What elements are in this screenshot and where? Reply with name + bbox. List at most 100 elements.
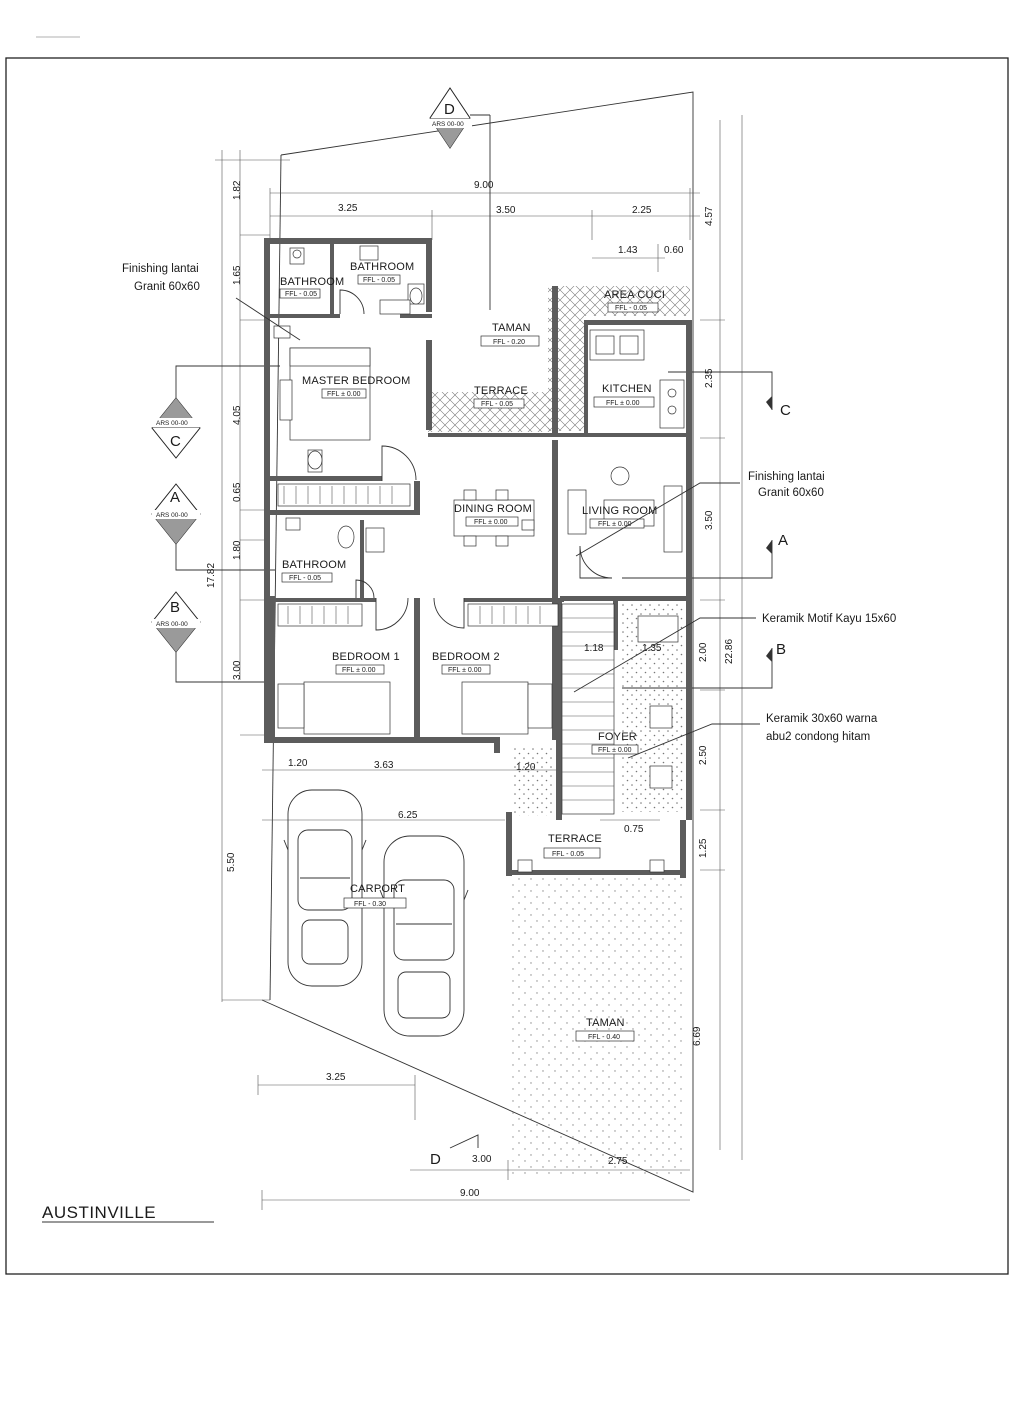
- dim-right-f: 6.69: [692, 1026, 703, 1046]
- room-name-bathroom-2: BATHROOM: [350, 261, 414, 273]
- dimension-lines: [215, 115, 743, 1210]
- room-ffl-master-bedroom: FFL ± 0.00: [327, 391, 361, 398]
- dim-mid-c: 1.20: [516, 762, 536, 773]
- fixtures: [273, 245, 685, 873]
- dim-right-b: 3.50: [704, 510, 715, 530]
- room-ffl-bedroom-1: FFL ± 0.00: [342, 667, 376, 674]
- note-granit-2-line2: Granit 60x60: [758, 487, 824, 499]
- dim-mid-b: 3.63: [374, 760, 394, 771]
- note-keramik-line1: Keramik 30x60 warna: [766, 713, 878, 725]
- dim-right-total: 22.86: [724, 639, 735, 664]
- room-name-bedroom-2: BEDROOM 2: [432, 651, 500, 663]
- note-granit-1-line2: Granit 60x60: [134, 281, 200, 293]
- dim-left-g: 5.50: [226, 852, 237, 872]
- dim-bot-c: 2.75: [608, 1156, 628, 1167]
- marker-a-right: A: [778, 532, 788, 549]
- terrace-side-dots: [512, 748, 554, 816]
- dim-bot-total: 9.00: [460, 1188, 480, 1199]
- drawing-title-text: AUSTINVILLE: [42, 1203, 156, 1222]
- section-marker-d-top: D ARS 00-00: [428, 87, 472, 149]
- dim-top-b: 3.50: [496, 205, 516, 216]
- room-ffl-living-room: FFL ± 0.00: [598, 521, 632, 528]
- marker-d-ref: ARS 00-00: [432, 121, 464, 128]
- taman-front-dots: [512, 878, 684, 1178]
- car-right: [379, 835, 469, 1037]
- drawing-title: AUSTINVILLE: [42, 1203, 214, 1223]
- marker-c-right: C: [780, 402, 791, 419]
- room-ffl-carport: FFL - 0.30: [354, 901, 386, 908]
- room-labels: BATHROOM FFL - 0.05 BATHROOM FFL - 0.05 …: [279, 261, 665, 1042]
- site-boundary-left: [269, 154, 282, 1001]
- dim-left-d: 0.65: [232, 482, 243, 502]
- room-ffl-kitchen: FFL ± 0.00: [606, 400, 640, 407]
- marker-c-ref: ARS 00-00: [156, 420, 188, 427]
- section-marker-right: C A B D: [430, 396, 791, 1168]
- sheet-border: [5, 57, 1009, 1275]
- dim-stair-a: 1.18: [584, 643, 604, 654]
- dim-left-c: 4.05: [232, 405, 243, 425]
- dim-right-e: 1.25: [698, 838, 709, 858]
- stairs: [561, 603, 615, 815]
- site-boundary: [261, 91, 694, 1193]
- room-ffl-bedroom-2: FFL ± 0.00: [448, 667, 482, 674]
- room-ffl-taman-front: FFL - 0.40: [588, 1034, 620, 1041]
- room-name-master-bedroom: MASTER BEDROOM: [302, 375, 411, 387]
- dim-top-c: 2.25: [632, 205, 652, 216]
- room-ffl-foyer: FFL ± 0.00: [598, 747, 632, 754]
- annotations: Finishing lantai Granit 60x60 Finishing …: [122, 263, 896, 759]
- dim-left-f: 3.00: [232, 660, 243, 680]
- room-name-kitchen: KITCHEN: [602, 383, 652, 395]
- room-name-foyer: FOYER: [598, 731, 637, 743]
- room-name-terrace-front: TERRACE: [548, 833, 602, 845]
- room-name-taman-front: TAMAN: [586, 1017, 625, 1029]
- section-marker-b-left: B ARS 00-00: [151, 591, 201, 653]
- dim-stair-b: 1.35: [642, 643, 662, 654]
- room-ffl-bathroom-2: FFL - 0.05: [363, 277, 395, 284]
- dim-mid-a: 1.20: [288, 758, 308, 769]
- marker-b-ref: ARS 00-00: [156, 621, 188, 628]
- dim-right-c: 2.00: [698, 642, 709, 662]
- dim-right-total-top: 4.57: [704, 206, 715, 226]
- dim-left-b: 1.65: [232, 265, 243, 285]
- room-name-carport: CARPORT: [350, 883, 405, 895]
- marker-a-letter: A: [170, 489, 180, 506]
- walls: [264, 238, 692, 878]
- note-granit-1-line1: Finishing lantai: [122, 263, 199, 275]
- car-left: [283, 789, 367, 987]
- dim-left-a: 1.82: [232, 180, 243, 200]
- dim-top-total: 9.00: [474, 180, 494, 191]
- room-name-living-room: LIVING ROOM: [582, 505, 658, 517]
- room-ffl-terrace-top: FFL - 0.05: [481, 401, 513, 408]
- dim-left-total: 17.82: [206, 563, 217, 588]
- note-keramik-line2: abu2 condong hitam: [766, 731, 870, 743]
- dimension-texts: 9.00 3.25 3.50 2.25 1.43 0.60 1.82 1.65 …: [206, 180, 735, 1199]
- dim-carport-w: 6.25: [398, 810, 418, 821]
- dim-left-e: 1.80: [232, 540, 243, 560]
- dim-top-d: 1.43: [618, 245, 638, 256]
- marker-d-bottom: D: [430, 1151, 441, 1168]
- room-ffl-bathroom-3: FFL - 0.05: [289, 575, 321, 582]
- room-name-area-cuci: AREA CUCI: [604, 289, 665, 301]
- note-granit-2-line1: Finishing lantai: [748, 471, 825, 483]
- door-swings: [339, 289, 613, 631]
- room-ffl-area-cuci: FFL - 0.05: [615, 305, 647, 312]
- dim-right-a: 2.35: [704, 368, 715, 388]
- marker-c-letter: C: [170, 433, 181, 450]
- dim-top-e: 0.60: [664, 245, 684, 256]
- marker-a-ref: ARS 00-00: [156, 512, 188, 519]
- marker-d-letter: D: [444, 101, 455, 118]
- room-ffl-terrace-front: FFL - 0.05: [552, 851, 584, 858]
- room-name-bedroom-1: BEDROOM 1: [332, 651, 400, 663]
- room-name-dining-room: DINING ROOM: [454, 503, 532, 515]
- dim-terrace-w: 0.75: [624, 824, 644, 835]
- marker-b-right: B: [776, 641, 786, 658]
- room-name-terrace-top: TERRACE: [474, 385, 528, 397]
- marker-b-letter: B: [170, 599, 180, 616]
- dim-bot-a: 3.25: [326, 1072, 346, 1083]
- room-name-taman-top: TAMAN: [492, 322, 531, 334]
- section-marker-a-left: A ARS 00-00: [151, 483, 201, 545]
- dim-bot-b: 3.00: [472, 1154, 492, 1165]
- dim-right-d: 2.50: [698, 745, 709, 765]
- room-ffl-taman-top: FFL - 0.20: [493, 339, 525, 346]
